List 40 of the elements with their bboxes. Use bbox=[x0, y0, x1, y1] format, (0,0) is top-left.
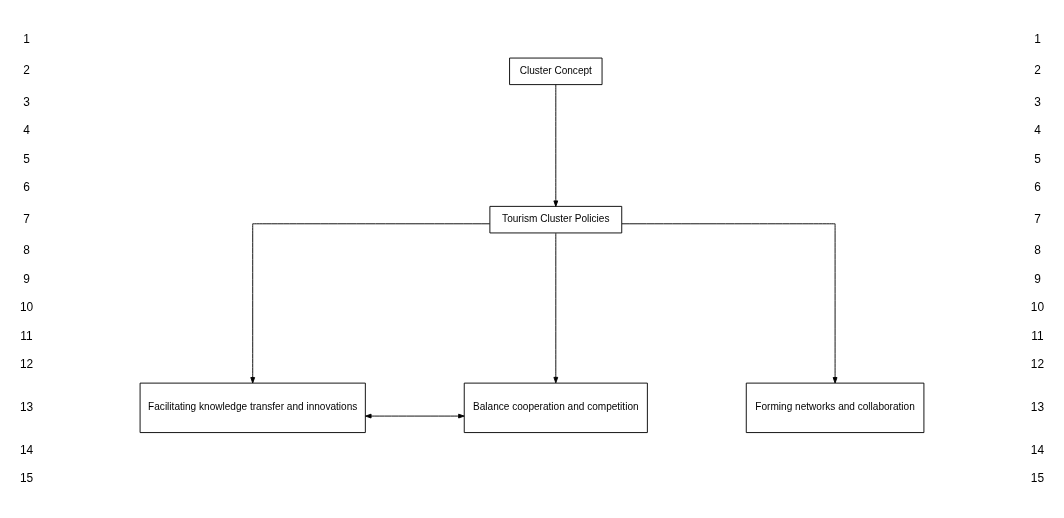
label: 4 bbox=[23, 122, 30, 137]
label: 10 bbox=[19, 299, 34, 314]
label: 4 bbox=[1034, 122, 1041, 137]
arrow bbox=[250, 222, 491, 383]
label: 13 bbox=[19, 399, 34, 414]
node-box: Cluster Concept bbox=[509, 57, 603, 85]
label: 2 bbox=[23, 62, 30, 77]
label: 13 bbox=[1030, 399, 1045, 414]
label: 10 bbox=[1030, 299, 1045, 314]
label: 2 bbox=[1034, 62, 1041, 77]
node-box: Facilitating knowledge transfer and innovations bbox=[139, 382, 366, 433]
label: 14 bbox=[1030, 442, 1045, 457]
label: 12 bbox=[1030, 356, 1045, 371]
label: 15 bbox=[1030, 470, 1045, 485]
label: 15 bbox=[19, 470, 34, 485]
arrow bbox=[553, 83, 559, 207]
label: 9 bbox=[23, 271, 30, 286]
arrow bbox=[365, 413, 465, 418]
node-box: Balance cooperation and competition bbox=[463, 382, 648, 433]
label: 1 bbox=[1034, 31, 1041, 46]
label: 8 bbox=[23, 242, 30, 257]
label: 7 bbox=[23, 211, 30, 226]
label: 1 bbox=[23, 31, 30, 46]
label: 9 bbox=[1034, 271, 1041, 286]
label: 12 bbox=[19, 356, 34, 371]
label: 11 bbox=[1031, 328, 1044, 343]
arrow bbox=[621, 222, 838, 383]
label: 3 bbox=[1034, 94, 1041, 109]
label: 5 bbox=[1034, 151, 1041, 166]
label: 14 bbox=[19, 442, 34, 457]
label: 6 bbox=[1034, 179, 1041, 194]
node-box: Forming networks and collaboration bbox=[745, 382, 925, 433]
label: 7 bbox=[1034, 211, 1041, 226]
arrow bbox=[553, 232, 559, 383]
label: 8 bbox=[1034, 242, 1041, 257]
label: 3 bbox=[23, 94, 30, 109]
node-box: Tourism Cluster Policies bbox=[489, 205, 623, 233]
label: 5 bbox=[23, 151, 30, 166]
label: 6 bbox=[23, 179, 30, 194]
label: 11 bbox=[20, 328, 33, 343]
